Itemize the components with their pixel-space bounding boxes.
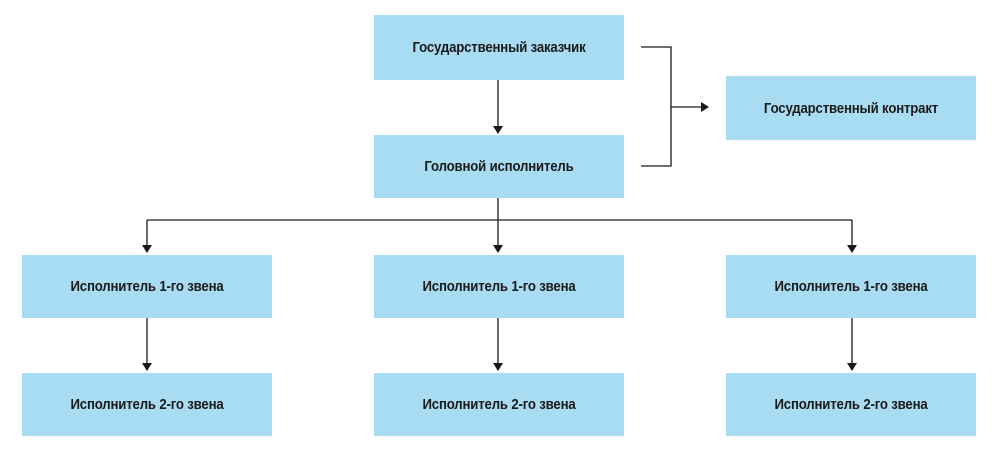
tier2-label: Исполнитель 2-го звена xyxy=(70,396,224,413)
tier2-box-right: Исполнитель 2-го звена xyxy=(726,373,976,436)
bracket-contract xyxy=(641,46,672,167)
customer-box: Государственный заказчик xyxy=(374,15,624,80)
contract-box: Государственный контракт xyxy=(726,76,976,140)
head-contractor-label: Головной исполнитель xyxy=(424,158,574,175)
tier1-label: Исполнитель 1-го звена xyxy=(70,278,224,295)
tier2-label: Исполнитель 2-го звена xyxy=(422,396,576,413)
tier2-box-center: Исполнитель 2-го звена xyxy=(374,373,624,436)
tier1-box-right: Исполнитель 1-го звена xyxy=(726,255,976,318)
tier1-label: Исполнитель 1-го звена xyxy=(422,278,576,295)
tier2-box-left: Исполнитель 2-го звена xyxy=(22,373,272,436)
contract-label: Государственный контракт xyxy=(763,99,939,117)
head-contractor-box: Головной исполнитель xyxy=(374,135,624,198)
tier1-label: Исполнитель 1-го звена xyxy=(774,278,928,295)
tier1-box-center: Исполнитель 1-го звена xyxy=(374,255,624,318)
tier2-label: Исполнитель 2-го звена xyxy=(774,396,928,413)
tier1-box-left: Исполнитель 1-го звена xyxy=(22,255,272,318)
customer-label: Государственный заказчик xyxy=(412,39,586,56)
